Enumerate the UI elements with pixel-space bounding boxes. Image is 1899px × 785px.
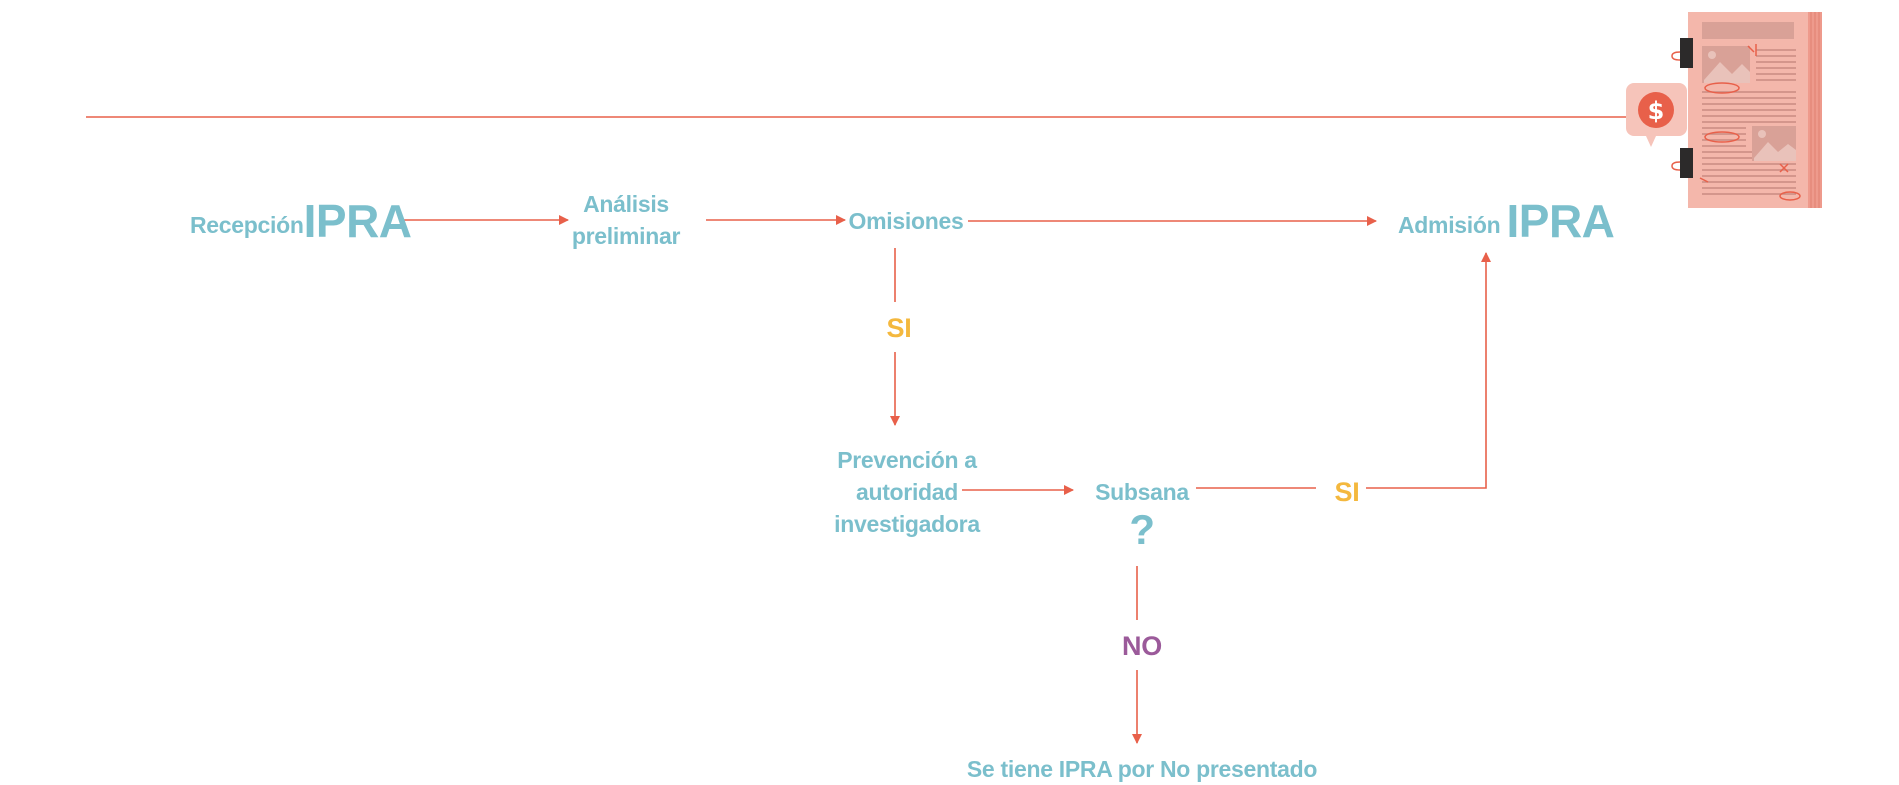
decision-subsana-no: NO: [1122, 630, 1162, 663]
dollar-speech-bubble-icon: $: [1626, 83, 1687, 147]
subsana-no-label: NO: [1122, 631, 1162, 661]
decision-omisiones-si: SI: [887, 312, 912, 345]
node-subsana: Subsana ?: [1095, 476, 1189, 552]
subsana-si-label: SI: [1334, 477, 1360, 507]
omisiones-si-label: SI: [886, 313, 912, 343]
prevencion-line3: investigadora: [834, 511, 980, 537]
omisiones-label: Omisiones: [848, 208, 964, 234]
recepcion-label: Recepción: [190, 212, 304, 238]
node-analisis: Análisis preliminar: [571, 188, 681, 252]
node-prevencion: Prevención a autoridad investigadora: [834, 444, 980, 540]
node-admision: Admisión IPRA: [1398, 195, 1615, 247]
question-mark-icon: ?: [1129, 506, 1155, 553]
admision-label: Admisión: [1398, 212, 1501, 238]
no-presentado-label: Se tiene IPRA por No presentado: [966, 756, 1318, 782]
recepcion-ipra: IPRA: [303, 195, 412, 247]
node-omisiones: Omisiones: [849, 205, 964, 237]
admision-ipra: IPRA: [1506, 195, 1615, 247]
analisis-line1: Análisis: [583, 191, 669, 217]
arrow-si-to-admision: [1366, 252, 1491, 489]
node-no-presentado: Se tiene IPRA por No presentado: [966, 753, 1318, 785]
node-recepcion: RecepciónIPRA: [190, 196, 412, 246]
prevencion-line1: Prevención a: [837, 447, 977, 473]
decision-subsana-si: SI: [1335, 476, 1360, 509]
prevencion-line2: autoridad: [855, 479, 959, 505]
analisis-line2: preliminar: [571, 223, 681, 249]
newspaper-document-icon: [1671, 12, 1822, 208]
dollar-symbol: $: [1648, 97, 1665, 125]
subsana-label: Subsana: [1095, 479, 1189, 505]
